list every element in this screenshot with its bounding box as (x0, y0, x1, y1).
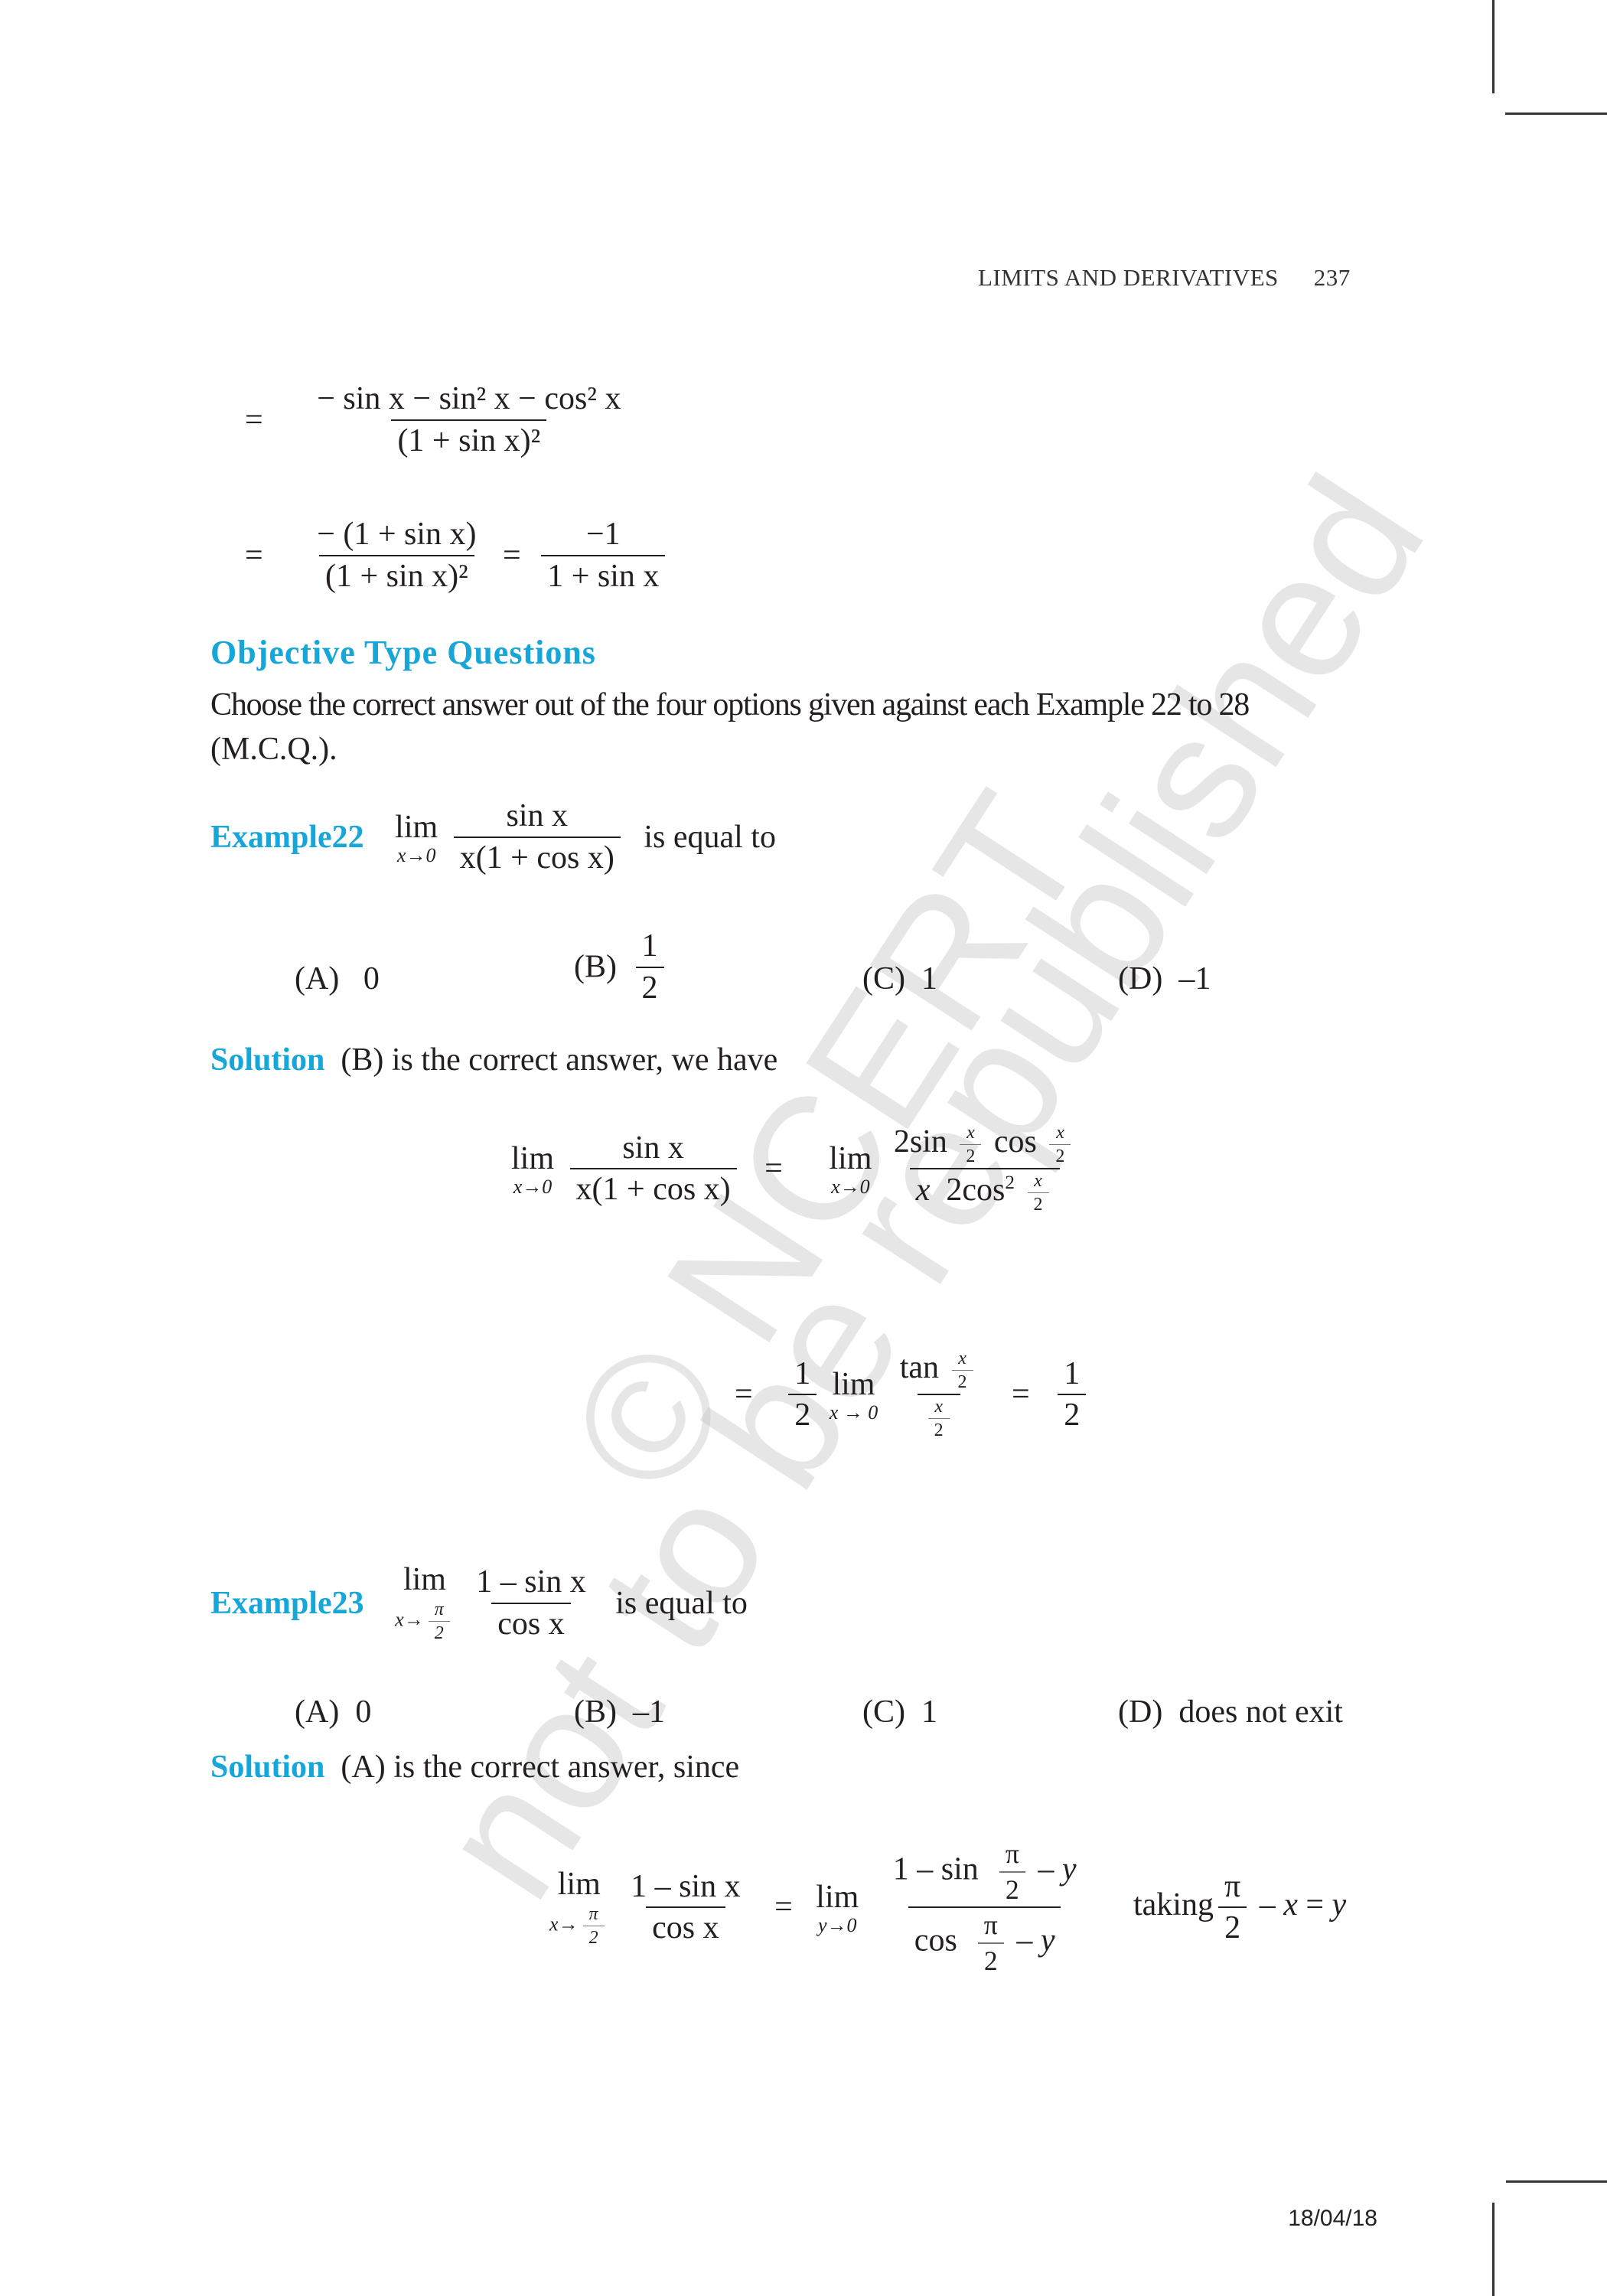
solution-23: Solution (A) is the correct answer, sinc… (210, 1742, 739, 1792)
crop-mark-bottom-vertical (1492, 2203, 1495, 2296)
derivation-line-2: = − (1 + sin x) (1 + sin x)² = −1 1 + si… (245, 514, 670, 596)
question-suffix: is equal to (644, 819, 776, 855)
question-suffix: is equal to (615, 1585, 748, 1621)
option-d: (D) does not exit (1118, 1694, 1343, 1730)
limit-operator: lim x→0 (395, 809, 438, 866)
section-heading: Objective Type Questions (210, 634, 596, 671)
solution-text: (B) is the correct answer, we have (341, 1042, 778, 1078)
equals-sign: = (245, 537, 263, 573)
solution-22: Solution (B) is the correct answer, we h… (210, 1035, 777, 1085)
derivation-line-1: = − sin x − sin² x − cos² x (1 + sin x)² (245, 379, 631, 461)
equals-sign: = (245, 402, 263, 438)
fraction: − (1 + sin x) (1 + sin x)² (311, 514, 482, 596)
crop-mark-top-horizontal (1505, 113, 1607, 115)
section-intro-line-1: Choose the correct answer out of the fou… (210, 687, 1250, 722)
option-a: (A) 0 (295, 961, 380, 996)
example-label: Example22 (210, 819, 364, 855)
option-a: (A) 0 (295, 1694, 372, 1730)
crop-mark-top-vertical (1492, 0, 1495, 93)
print-date: 18/04/18 (1288, 2206, 1377, 2231)
crop-mark-bottom-horizontal (1506, 2180, 1607, 2183)
option-c: (C) 1 (862, 961, 937, 996)
page-number: 237 (1313, 264, 1351, 291)
solution-label: Solution (210, 1042, 325, 1078)
solution-text: (A) is the correct answer, since (341, 1750, 740, 1785)
fraction: − sin x − sin² x − cos² x (1 + sin x)² (311, 379, 627, 461)
example-label: Example23 (210, 1585, 364, 1621)
chapter-title: LIMITS AND DERIVATIVES (978, 264, 1279, 291)
running-header: LIMITS AND DERIVATIVES 237 (978, 264, 1351, 292)
option-b: (B) –1 (574, 1694, 665, 1730)
equals-sign: = (503, 537, 521, 573)
example-22-question: Example22 lim x→0 sin x x(1 + cos x) is … (210, 796, 776, 878)
option-b: (B) 1 2 (574, 926, 669, 1008)
fraction: −1 1 + sin x (541, 514, 666, 596)
fraction: sin x x(1 + cos x) (453, 796, 621, 878)
solution-label: Solution (210, 1750, 325, 1785)
option-d: (D) –1 (1118, 961, 1211, 996)
option-c: (C) 1 (862, 1694, 937, 1730)
section-intro-line-2: (M.C.Q.). (210, 732, 337, 767)
